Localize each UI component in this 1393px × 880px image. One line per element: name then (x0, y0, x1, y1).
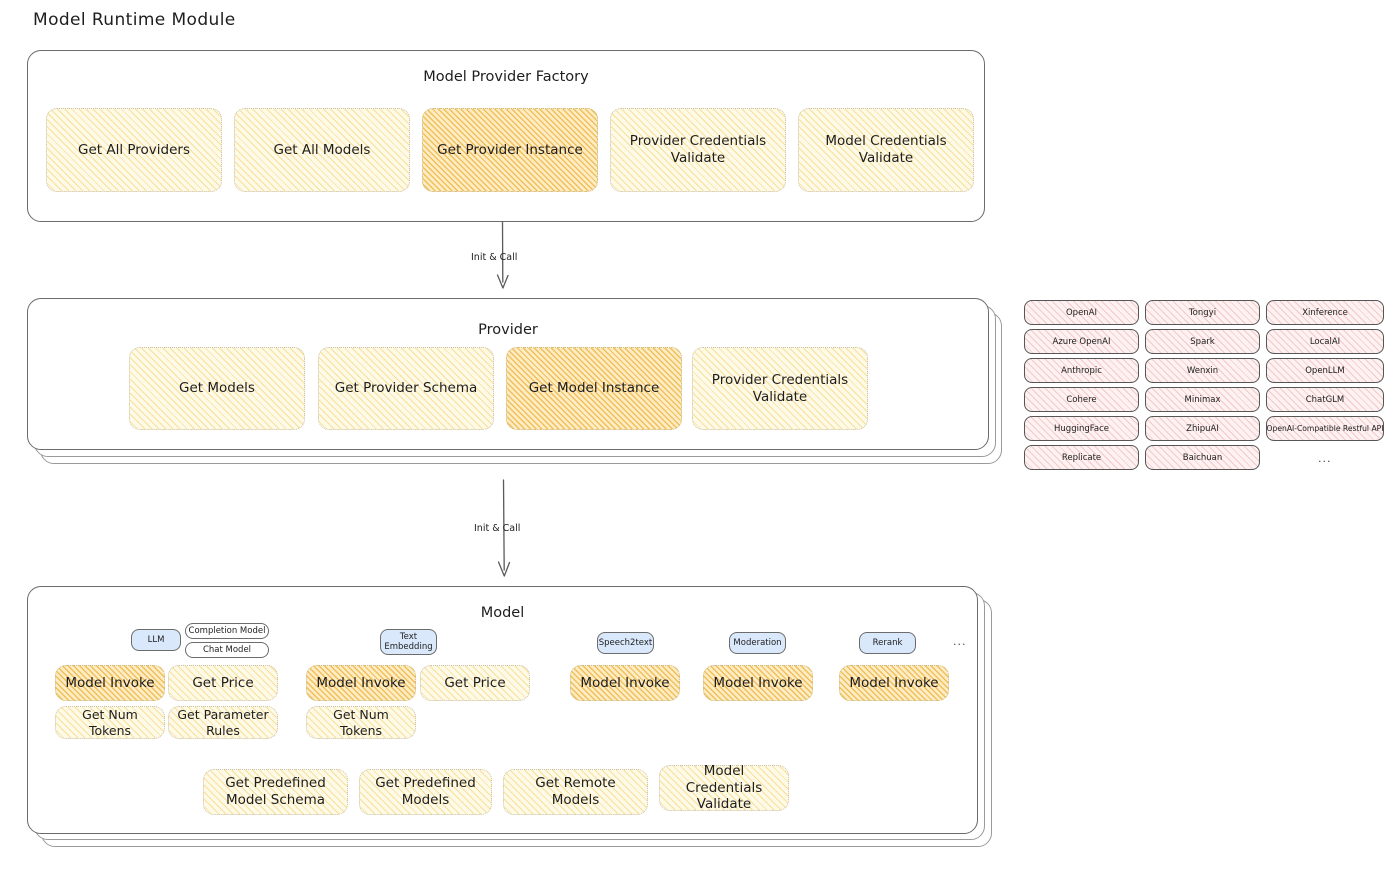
provider-card-get-models[interactable]: Get Models (129, 347, 305, 430)
model-method-text-embedding-get-price[interactable]: Get Price (420, 665, 530, 701)
connector-2-label: Init & Call (474, 523, 521, 534)
provider-tag-openai[interactable]: OpenAI (1024, 300, 1139, 325)
provider-tag-tongyi[interactable]: Tongyi (1145, 300, 1260, 325)
factory-card-get-all-providers[interactable]: Get All Providers (46, 108, 222, 192)
model-method-llm-model-invoke[interactable]: Model Invoke (55, 665, 165, 701)
provider-tag-zhipuai[interactable]: ZhipuAI (1145, 416, 1260, 441)
provider-tag-xinference[interactable]: Xinference (1266, 300, 1384, 325)
provider-tag-spark[interactable]: Spark (1145, 329, 1260, 354)
provider-tag-cohere[interactable]: Cohere (1024, 387, 1139, 412)
model-provider-factory-box: Model Provider Factory Get All Providers… (27, 50, 985, 222)
connector-1-label: Init & Call (471, 252, 518, 263)
provider-card-get-model-instance[interactable]: Get Model Instance (506, 347, 682, 430)
connector-factory-to-provider (496, 221, 509, 289)
provider-tag-openllm[interactable]: OpenLLM (1266, 358, 1384, 383)
model-title: Model (480, 605, 525, 621)
model-method-moderation-model-invoke[interactable]: Model Invoke (703, 665, 813, 701)
factory-card-get-provider-instance[interactable]: Get Provider Instance (422, 108, 598, 192)
model-subtype-badge-chat-model[interactable]: Chat Model (185, 642, 269, 658)
provider-box: Provider Get Models Get Provider Schema … (27, 298, 989, 450)
provider-tag-replicate[interactable]: Replicate (1024, 445, 1139, 470)
provider-card-provider-credentials-validate[interactable]: Provider Credentials Validate (692, 347, 868, 430)
model-type-badge-text-embedding[interactable]: Text Embedding (380, 629, 437, 655)
model-method-text-embedding-model-invoke[interactable]: Model Invoke (306, 665, 416, 701)
page-title: Model Runtime Module (33, 10, 236, 30)
model-shared-method-get-remote-models[interactable]: Get Remote Models (503, 769, 648, 815)
provider-tag-chatglm[interactable]: ChatGLM (1266, 387, 1384, 412)
factory-card-get-all-models[interactable]: Get All Models (234, 108, 410, 192)
provider-tag-openai-compatible-restful-api[interactable]: OpenAI-Compatible Restful API (1266, 416, 1384, 441)
provider-tag-minimax[interactable]: Minimax (1145, 387, 1260, 412)
model-type-badge-rerank[interactable]: Rerank (859, 632, 916, 654)
model-method-speech2text-model-invoke[interactable]: Model Invoke (570, 665, 680, 701)
model-box: Model LLM Completion Model Chat Model Mo… (27, 586, 978, 834)
provider-tag-list-ellipsis: ... (1318, 452, 1332, 465)
provider-tag-anthropic[interactable]: Anthropic (1024, 358, 1139, 383)
model-method-rerank-model-invoke[interactable]: Model Invoke (839, 665, 949, 701)
model-shared-method-model-credentials-validate[interactable]: Model Credentials Validate (659, 763, 789, 812)
model-method-text-embedding-get-num-tokens[interactable]: Get Num Tokens (306, 706, 416, 739)
provider-tag-list: OpenAI Azure OpenAI Anthropic Cohere Hug… (1024, 300, 1384, 475)
provider-card-get-provider-schema[interactable]: Get Provider Schema (318, 347, 494, 430)
model-shared-method-get-predefined-model-schema[interactable]: Get Predefined Model Schema (203, 769, 348, 815)
model-provider-factory-title: Model Provider Factory (423, 69, 589, 85)
factory-card-model-credentials-validate[interactable]: Model Credentials Validate (798, 108, 974, 192)
model-type-badge-speech2text[interactable]: Speech2text (597, 632, 654, 654)
provider-title: Provider (478, 322, 538, 338)
model-shared-method-get-predefined-models[interactable]: Get Predefined Models (359, 769, 492, 815)
factory-card-provider-credentials-validate[interactable]: Provider Credentials Validate (610, 108, 786, 192)
model-method-llm-get-num-tokens[interactable]: Get Num Tokens (55, 706, 165, 739)
model-types-ellipsis: ... (953, 635, 967, 648)
connector-provider-to-model (497, 479, 511, 577)
provider-tag-baichuan[interactable]: Baichuan (1145, 445, 1260, 470)
model-type-badge-moderation[interactable]: Moderation (729, 632, 786, 654)
model-method-llm-get-price[interactable]: Get Price (168, 665, 278, 701)
provider-tag-huggingface[interactable]: HuggingFace (1024, 416, 1139, 441)
provider-tag-azure-openai[interactable]: Azure OpenAI (1024, 329, 1139, 354)
model-type-badge-llm[interactable]: LLM (131, 629, 181, 651)
model-subtype-badge-completion-model[interactable]: Completion Model (185, 623, 269, 639)
provider-tag-wenxin[interactable]: Wenxin (1145, 358, 1260, 383)
model-method-llm-get-parameter-rules[interactable]: Get Parameter Rules (168, 706, 278, 739)
provider-tag-localai[interactable]: LocalAI (1266, 329, 1384, 354)
